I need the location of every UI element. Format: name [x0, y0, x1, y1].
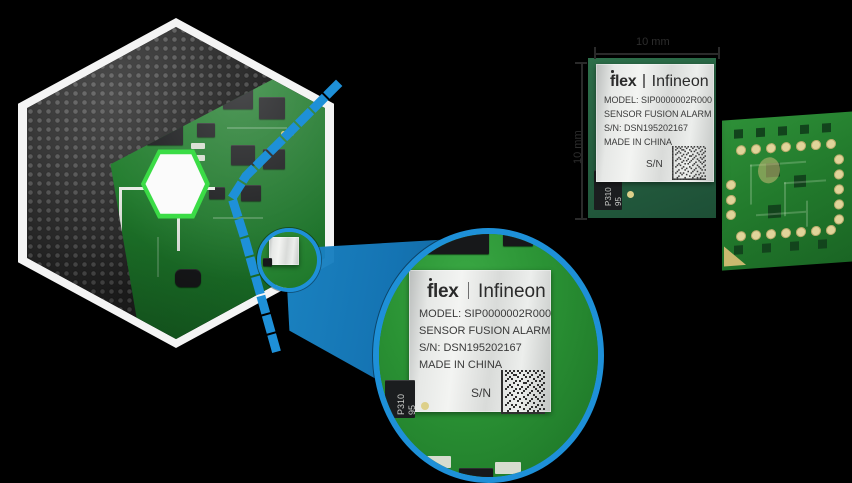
castellated-pad	[834, 214, 844, 225]
module-back-pcb	[722, 111, 852, 271]
infineon-text: Infineon	[478, 281, 546, 302]
castellated-pad	[811, 225, 821, 237]
pcb-trace	[806, 200, 808, 227]
pcb-square	[768, 204, 781, 219]
brand-divider	[643, 74, 645, 88]
label-product: SENSOR FUSION ALARM	[604, 109, 712, 119]
castellated-pad	[834, 199, 844, 210]
label-product: SENSOR FUSION ALARM	[419, 325, 551, 337]
hexagon-device	[18, 18, 334, 348]
pcb-chip	[263, 258, 272, 266]
brand-lockup: flex Infineon	[610, 70, 709, 91]
pcb-square	[790, 241, 799, 251]
barcode-caption: S/N	[646, 159, 663, 170]
castellated-pad	[781, 227, 791, 239]
castellated-pad	[834, 154, 844, 165]
castellated-pad	[766, 142, 776, 154]
pcb-gold-pad	[421, 402, 429, 410]
sip-module-label-magnified: flex Infineon MODEL: SIP0000002R000 SENS…	[409, 270, 552, 414]
data-matrix-barcode	[672, 146, 706, 180]
flex-wordmark: flex	[427, 278, 459, 303]
pcb-chip	[209, 187, 225, 199]
pcb-chip	[459, 468, 493, 477]
castellated-pad	[766, 228, 776, 240]
mini-chip-line2: 95	[407, 404, 417, 415]
pcb-pad	[243, 73, 249, 87]
pcb-pad	[253, 73, 259, 87]
flex-wordmark: flex	[610, 70, 637, 91]
pcb-silkscreen	[177, 193, 180, 251]
castellated-pad	[781, 141, 791, 153]
pcb-chip	[503, 234, 533, 246]
pcb-silkscreen	[119, 187, 122, 257]
flex-dot-icon	[429, 278, 432, 281]
magnifier-source-board	[261, 232, 317, 288]
pcb-thermal-pad	[758, 156, 780, 185]
castellated-pad	[726, 194, 736, 206]
pcb-chip	[175, 269, 201, 287]
castellated-pad	[726, 209, 736, 221]
pcb-corner-marker	[724, 244, 746, 267]
castellated-pad	[826, 138, 836, 150]
magnifier-source-ring	[257, 228, 321, 292]
castellated-pad	[834, 169, 844, 180]
castellated-pad	[834, 184, 844, 195]
castellated-pad	[736, 144, 746, 156]
castellated-pad	[811, 139, 821, 151]
label-model: MODEL: SIP0000002R000	[604, 95, 713, 105]
mini-chip-line2: 95	[614, 197, 623, 206]
pcb-square	[756, 127, 765, 138]
pcb-gold-pad	[627, 191, 634, 198]
barcode-caption: S/N	[471, 386, 492, 400]
data-matrix-barcode	[501, 370, 545, 414]
magnifier-detail-view: flex Infineon MODEL: SIP0000002R000 SENS…	[373, 228, 604, 483]
brand-lockup: flex Infineon	[427, 278, 546, 303]
label-origin: MADE IN CHINA	[604, 137, 673, 147]
pcb-trace	[157, 237, 159, 277]
label-serial: S/N: DSN195202167	[604, 123, 689, 133]
brand-divider	[467, 282, 470, 299]
pcb-pad	[427, 456, 451, 468]
flex-dot-icon	[611, 70, 614, 73]
sip-module-label: flex Infineon MODEL: SIP0000002R000 SENS…	[596, 64, 714, 182]
pcb-trace	[756, 210, 806, 217]
pcb-trace	[750, 164, 752, 205]
mini-chip-line1: P310	[604, 187, 613, 206]
pcb-square	[762, 243, 771, 253]
device-logo-hexagon	[138, 148, 210, 220]
dimension-width-label: 10 mm	[636, 36, 670, 48]
pcb-square	[800, 124, 809, 135]
pcb-square	[778, 126, 787, 136]
pcb-chip	[197, 123, 215, 137]
castellated-pad	[736, 230, 746, 242]
mini-chip-p310: P310 95	[385, 380, 417, 418]
label-serial: S/N: DSN195202167	[419, 342, 522, 354]
pcb-square	[822, 122, 831, 133]
pcb-square	[734, 129, 743, 139]
flex-text: flex	[427, 281, 459, 302]
castellated-pad	[796, 226, 806, 238]
infineon-text: Infineon	[651, 73, 709, 90]
sip-module-small	[269, 237, 299, 265]
pcb-pad	[191, 143, 205, 149]
pcb-pad	[495, 462, 521, 474]
pcb-chip	[427, 234, 489, 254]
sip-module-top-view: P310 95 flex Infineon MODEL: SIP0000002R…	[588, 58, 716, 218]
castellated-pad	[826, 224, 836, 236]
dimension-height-label: 10 mm	[572, 130, 584, 164]
flex-text: flex	[610, 73, 637, 90]
mini-chip-line1: P310	[396, 393, 406, 415]
castellated-pad	[751, 229, 761, 241]
label-model: MODEL: SIP0000002R000	[419, 308, 552, 320]
castellated-pad	[726, 179, 736, 191]
castellated-pad	[751, 143, 761, 155]
pcb-square	[818, 239, 827, 249]
castellated-pad	[796, 140, 806, 152]
magnified-pcb: flex Infineon MODEL: SIP0000002R000 SENS…	[379, 234, 598, 477]
label-origin: MADE IN CHINA	[419, 359, 503, 371]
